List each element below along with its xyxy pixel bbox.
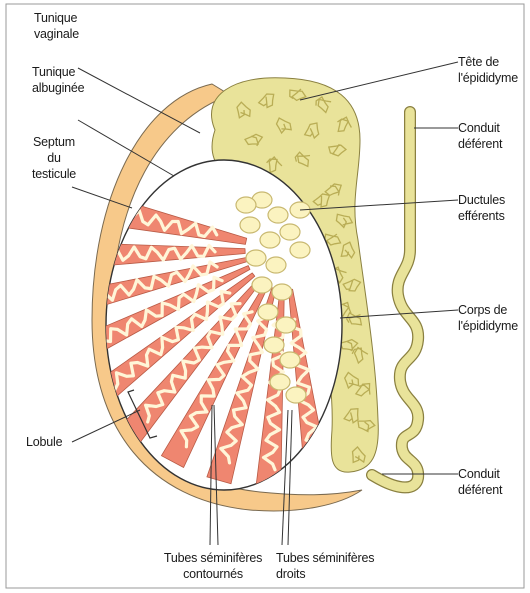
conduit-deferent-fill [372, 112, 418, 487]
rete-cell [240, 217, 260, 233]
rete-cell [270, 374, 290, 390]
rete-cell [266, 257, 286, 273]
rete-cell [252, 277, 272, 293]
rete-cell [260, 232, 280, 248]
label-lobule: Lobule [26, 434, 62, 450]
rete-cell [258, 304, 278, 320]
rete-cell [246, 250, 266, 266]
rete-cell [290, 242, 310, 258]
rete-cell [272, 284, 292, 300]
rete-cell [280, 352, 300, 368]
rete-cell [264, 337, 284, 353]
rete-cell [280, 224, 300, 240]
rete-cell [236, 197, 256, 213]
rete-cell [268, 207, 288, 223]
rete-cell [276, 317, 296, 333]
rete-cell [286, 387, 306, 403]
